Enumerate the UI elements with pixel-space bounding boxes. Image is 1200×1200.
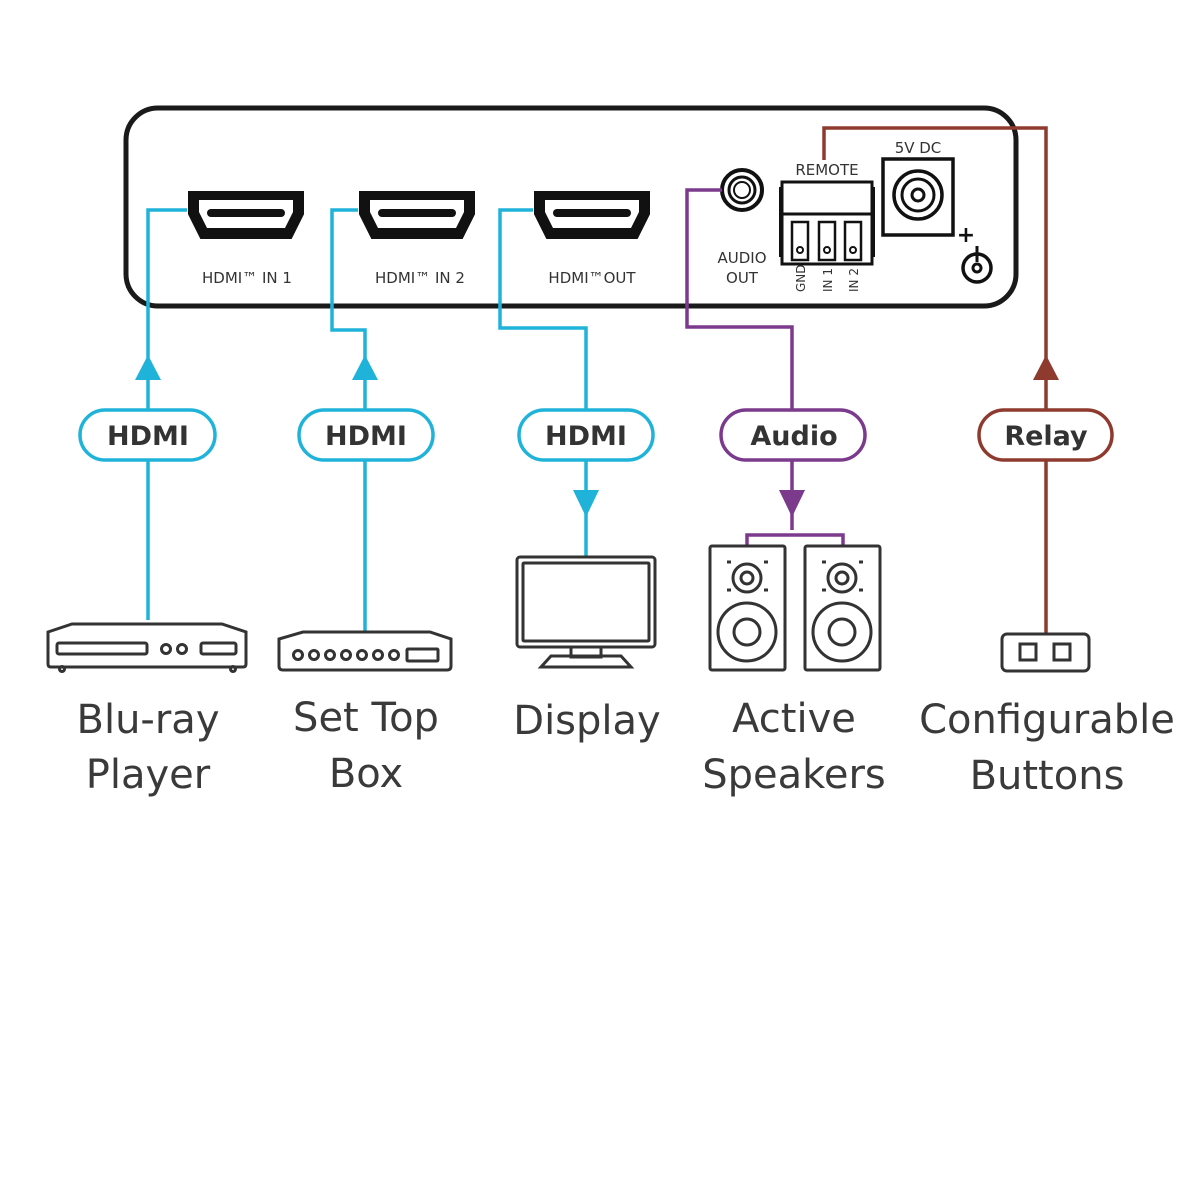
hdmi-cable-1: [135, 208, 187, 620]
hdmi-in-2-label: HDMI™ IN 2: [375, 269, 465, 287]
device-label-blu-ray-line1: Blu-ray: [77, 697, 220, 743]
power-jack: [881, 157, 955, 237]
remote-pin-gnd: GND: [794, 264, 808, 292]
audio-out-label-line1: AUDIO: [717, 249, 766, 267]
device-label-stb-line1: Set Top: [293, 695, 439, 741]
device-label-speakers-line2: Speakers: [702, 752, 886, 798]
device-label-blu-ray-line2: Player: [86, 752, 211, 798]
device-label-display: Display: [513, 698, 660, 744]
hdmi-cable-3: [498, 208, 599, 556]
buttons-icon: [1000, 632, 1091, 673]
pill-hdmi-2: HDMI: [297, 408, 435, 462]
hdmi-in-1-label: HDMI™ IN 1: [202, 269, 292, 287]
device-label-buttons-line2: Buttons: [970, 753, 1125, 799]
svg-text:Audio: Audio: [750, 421, 837, 452]
svg-text:HDMI: HDMI: [545, 421, 627, 452]
svg-text:HDMI: HDMI: [325, 421, 407, 452]
remote-pin-in1: IN 1: [821, 268, 835, 292]
hdmi-in-1-port: [188, 191, 304, 239]
audio-out-label-line2: OUT: [726, 269, 759, 287]
device-label-buttons-line1: Configurable: [919, 697, 1175, 743]
pill-relay: Relay: [977, 408, 1114, 462]
remote-pin-in2: IN 2: [847, 268, 861, 292]
svg-text:HDMI: HDMI: [107, 421, 189, 452]
speakers-icon: [708, 544, 882, 672]
set-top-box-icon: [277, 630, 453, 672]
power-label: 5V DC: [895, 139, 942, 157]
blu-ray-player-icon: [46, 622, 248, 673]
hdmi-out-port: [534, 191, 650, 239]
remote-label: REMOTE: [795, 161, 858, 179]
pill-audio: Audio: [719, 408, 867, 462]
device-label-stb-line2: Box: [329, 751, 403, 797]
pill-hdmi-3: HDMI: [517, 408, 655, 462]
relay-cable: [822, 126, 1059, 635]
hdmi-out-label: HDMI™OUT: [548, 269, 636, 287]
pill-hdmi-1: HDMI: [78, 408, 217, 462]
display-icon: [515, 555, 657, 669]
polarity-plus: +: [957, 223, 975, 248]
audio-cable: [685, 188, 845, 546]
polarity-icon: [961, 246, 993, 284]
hdmi-in-2-port: [359, 191, 475, 239]
svg-text:Relay: Relay: [1004, 421, 1088, 452]
remote-terminal-block: [779, 180, 875, 266]
device-label-speakers-line1: Active: [732, 696, 856, 742]
